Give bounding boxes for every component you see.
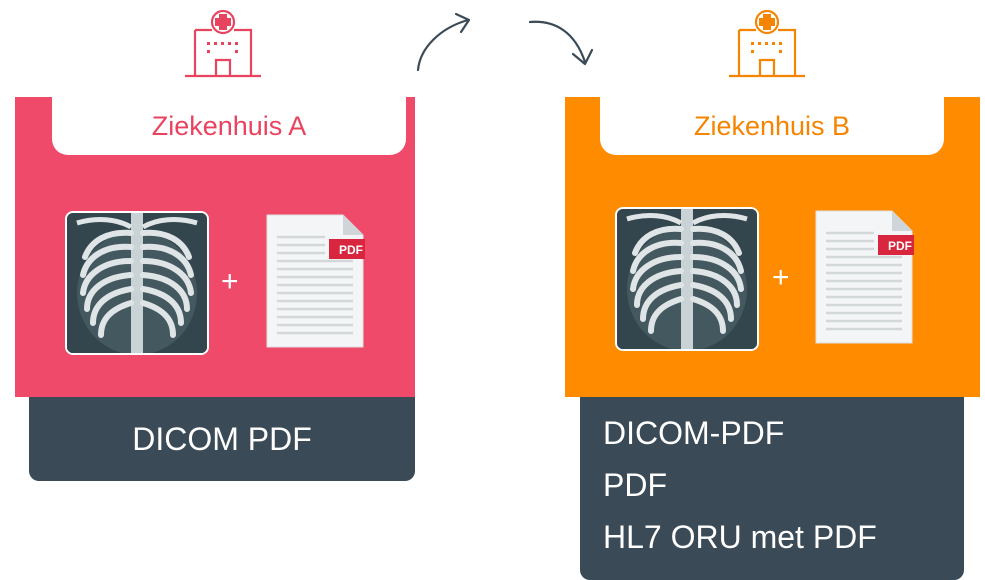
- pdf-badge-text: PDF: [339, 243, 363, 257]
- hospital-b-format-item: PDF: [603, 467, 667, 503]
- hospital-a-format-item: DICOM PDF: [132, 420, 312, 457]
- pdf-badge-text: PDF: [888, 239, 912, 253]
- hospital-a-panel: Ziekenhuis A +: [15, 97, 415, 397]
- hospital-b-panel: Ziekenhuis B +: [565, 97, 980, 397]
- hospital-b-title: Ziekenhuis B: [600, 97, 944, 155]
- hospital-b-pdf-document-icon: PDF: [812, 207, 922, 347]
- hospital-b-formats: DICOM-PDF PDF HL7 ORU met PDF: [580, 397, 964, 580]
- hospital-a-pdf-document-icon: PDF: [263, 211, 373, 351]
- curved-arrow-down-icon: [528, 20, 594, 66]
- hospital-b-xray-image: [615, 207, 759, 351]
- curved-arrow-up-icon: [416, 12, 471, 72]
- hospital-a-formats: DICOM PDF: [29, 397, 415, 481]
- hospital-a-icon: [185, 9, 261, 78]
- plus-sign: +: [772, 261, 790, 294]
- hospital-b-format-item: DICOM-PDF: [603, 415, 785, 451]
- hospital-b-format-item: HL7 ORU met PDF: [603, 519, 877, 555]
- hospital-a-xray-image: [65, 211, 209, 355]
- plus-sign: +: [221, 265, 239, 298]
- hospital-b-icon: [729, 9, 805, 78]
- hospital-a-title: Ziekenhuis A: [52, 97, 406, 155]
